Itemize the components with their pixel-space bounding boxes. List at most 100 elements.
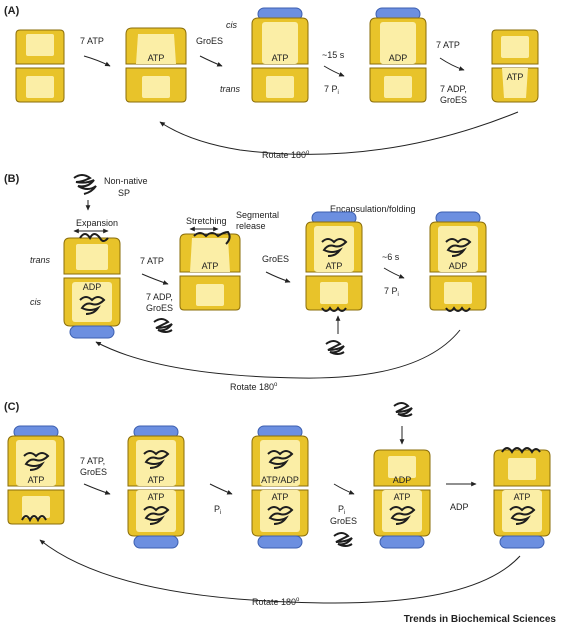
complex-a4: ADP: [369, 7, 427, 103]
bottom-cavity: [72, 282, 112, 322]
panel-b: (B) Non-native SP Expansion trans cis AD…: [4, 173, 487, 392]
b-step2-arrow: [265, 271, 291, 283]
ring-label-top: ADP: [393, 475, 412, 485]
complex-b4: ADP: [429, 211, 487, 312]
a-step4-arrow: [439, 57, 465, 71]
bottom-cavity: [266, 76, 294, 98]
a-step4-line2: 7 ADP,: [440, 84, 467, 94]
b-stretching-label: Stretching: [186, 216, 227, 226]
bottom-cavity: [26, 76, 54, 98]
folding-protein-top: [143, 450, 170, 469]
ring-label-top: ATP: [148, 475, 165, 485]
complex-c3: ATP/ADP ATP: [251, 425, 309, 549]
stretched-protein: [193, 230, 231, 245]
c-step3-arrow: [333, 483, 355, 495]
top-cavity: [76, 244, 108, 270]
panel-c-label: (C): [4, 401, 20, 413]
groes-cap-bottom: [379, 535, 425, 549]
b-expansion-label: Expansion: [76, 218, 118, 228]
folding-protein-bottom: [143, 506, 170, 525]
folding-protein-bottom: [509, 506, 536, 525]
b-step3-arrow: [383, 267, 405, 279]
bound-protein: [79, 233, 109, 242]
b-encapsulation-label: Encapsulation/folding: [330, 204, 416, 214]
folding-protein-bottom: [389, 506, 416, 525]
b-step1-arrow: [141, 273, 169, 285]
top-cavity: [190, 238, 230, 272]
bottom-cavity: [444, 282, 472, 304]
panel-a-label: (A): [4, 5, 20, 17]
a-step2-label: GroES: [196, 36, 223, 46]
b-segmental-line1: Segmental: [236, 210, 279, 220]
ring-label: ADP: [83, 282, 102, 292]
c-step1-line2: GroES: [80, 467, 107, 477]
a-step1-arrow: [83, 55, 111, 67]
groes-cap-bottom: [133, 535, 179, 549]
released-protein: [333, 532, 353, 547]
top-cavity: [16, 440, 56, 486]
b-step1-line2: 7 ADP,: [146, 292, 173, 302]
cis-label: cis: [30, 297, 41, 307]
top-cavity: [262, 22, 298, 64]
b-step1-line3: GroES: [146, 303, 173, 313]
ring-label-bottom: ATP: [394, 492, 411, 502]
folding-protein-top: [267, 450, 294, 469]
folding-protein: [79, 296, 106, 315]
top-cavity: [136, 34, 176, 64]
b-substrate-line2: SP: [118, 188, 130, 198]
cis-label: cis: [226, 20, 237, 30]
b-step3-time: ~6 s: [382, 252, 400, 262]
a-step1-label: 7 ATP: [80, 36, 104, 46]
c-step2-arrow: [209, 483, 233, 495]
a-step4-line1: 7 ATP: [436, 40, 460, 50]
ring-label: ATP: [326, 261, 343, 271]
a-step3-time: ~15 s: [322, 50, 345, 60]
c-step1-arrow: [83, 483, 111, 495]
top-cavity: [501, 36, 529, 58]
encapsulated-protein: [321, 238, 348, 257]
groes-cap-bottom: [499, 535, 545, 549]
c-step4-label: ADP: [450, 502, 469, 512]
complex-c1: ATP: [7, 425, 65, 525]
groes-cap: [69, 325, 115, 339]
a-step4-line3: GroES: [440, 95, 467, 105]
bottom-cavity: [384, 76, 412, 98]
ring-label-bottom: ATP: [272, 492, 289, 502]
ring-label: ATP: [148, 53, 165, 63]
ring-label: ATP: [514, 492, 531, 502]
b-rotate-label: Rotate 180o: [230, 382, 278, 392]
substrate-protein-icon: [73, 174, 97, 195]
folding-protein-bottom: [267, 506, 294, 525]
b-step1-line1: 7 ATP: [140, 256, 164, 266]
a-step2-arrow: [199, 55, 223, 67]
c-step3-line1: Pi: [338, 504, 345, 516]
top-cavity: [26, 34, 54, 56]
complex-a5: ATP: [491, 29, 539, 103]
complex-a3: cis trans ATP: [220, 7, 309, 103]
complex-b3: ATP: [305, 211, 363, 312]
b-rotate-arrow: [95, 329, 461, 379]
journal-credit: Trends in Biochemical Sciences: [404, 614, 557, 625]
c-step2-label: Pi: [214, 504, 221, 516]
ring-label: ADP: [389, 53, 408, 63]
complex-b2: Stretching Segmental release ATP: [179, 210, 279, 311]
trans-bound-protein: [321, 306, 347, 312]
c-step1-line1: 7 ATP,: [80, 456, 105, 466]
complex-c5: ATP: [493, 447, 551, 549]
a-step3-release: 7 Pi: [324, 84, 339, 96]
bottom-cavity: [142, 76, 170, 98]
groes-cap-bottom: [257, 535, 303, 549]
bound-protein: [501, 447, 541, 454]
panel-a: (A) 7 ATP ATP GroES cis trans ATP: [4, 5, 539, 160]
b-segmental-line2: release: [236, 221, 266, 231]
complex-a1: [15, 29, 65, 103]
ring-label: ADP: [449, 261, 468, 271]
top-cavity: [388, 456, 416, 478]
ring-label-top: ATP/ADP: [261, 475, 299, 485]
ring-label: ATP: [202, 261, 219, 271]
complex-b1: ADP: [63, 233, 121, 339]
ring-label: ATP: [507, 72, 524, 82]
trans-label: trans: [220, 84, 241, 94]
a-rotate-arrow: [159, 111, 519, 155]
